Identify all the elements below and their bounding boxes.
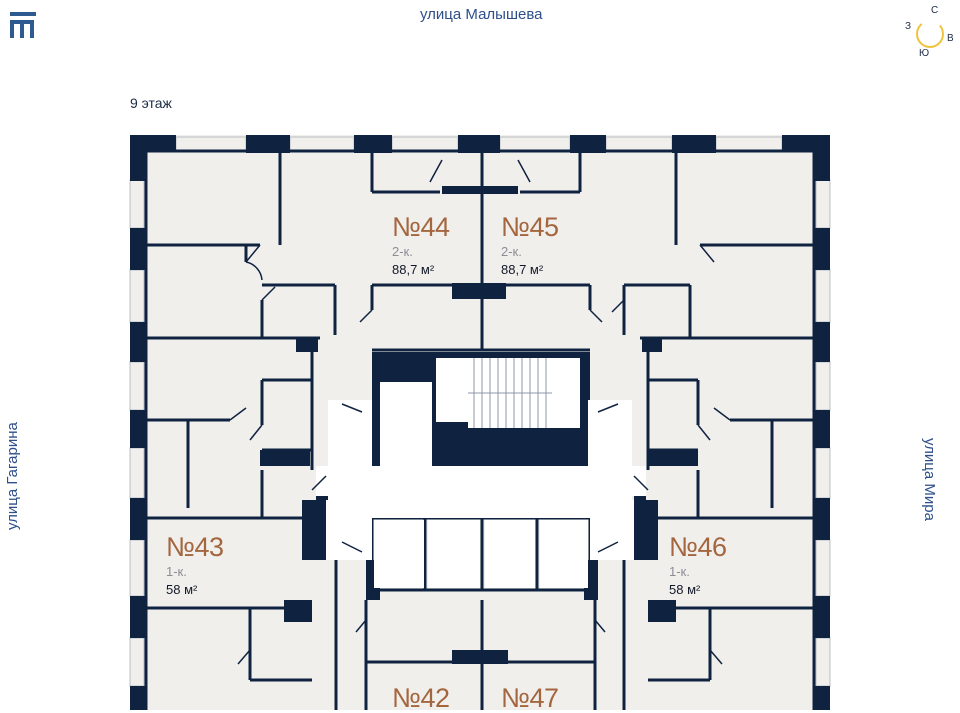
apartment-area: 88,7 м² (392, 262, 435, 277)
apartment-44[interactable]: №44 2-к. 88,7 м² (392, 213, 450, 278)
apartment-area: 58 м² (669, 582, 701, 597)
apartment-number: №47 (501, 683, 559, 713)
apartment-area: 88,7 м² (501, 262, 544, 277)
apartment-number: №46 (669, 532, 727, 562)
apartment-type: 1-к. (166, 564, 187, 579)
street-label-top: улица Малышева (420, 6, 543, 23)
apartment-number: №42 (392, 683, 450, 713)
apartment-number: №45 (501, 212, 559, 242)
floor-label: 9 этаж (130, 95, 172, 111)
apartment-number: №43 (166, 532, 224, 562)
compass-east: В (947, 33, 954, 44)
brand-logo-icon[interactable] (8, 10, 38, 40)
apartment-type: 2-к. (501, 244, 522, 259)
apartment-number: №44 (392, 212, 450, 242)
apartment-43[interactable]: №43 1-к. 58 м² (166, 533, 224, 598)
compass-south: Ю (919, 48, 930, 59)
columns (130, 135, 830, 710)
apartment-47[interactable]: №47 (501, 684, 559, 712)
compass-sun-icon (915, 19, 945, 49)
compass-north: С (931, 5, 939, 16)
apartment-45[interactable]: №45 2-к. 88,7 м² (501, 213, 559, 278)
apartment-42[interactable]: №42 (392, 684, 450, 712)
door-swings (229, 159, 731, 665)
apartment-type: 1-к. (669, 564, 690, 579)
compass: С З В Ю (900, 4, 956, 60)
apartment-46[interactable]: №46 1-к. 58 м² (669, 533, 727, 598)
corridor (316, 400, 646, 588)
compass-west: З (905, 21, 912, 32)
stair-core (372, 352, 590, 466)
apartment-area: 58 м² (166, 582, 198, 597)
apartment-type: 2-к. (392, 244, 413, 259)
